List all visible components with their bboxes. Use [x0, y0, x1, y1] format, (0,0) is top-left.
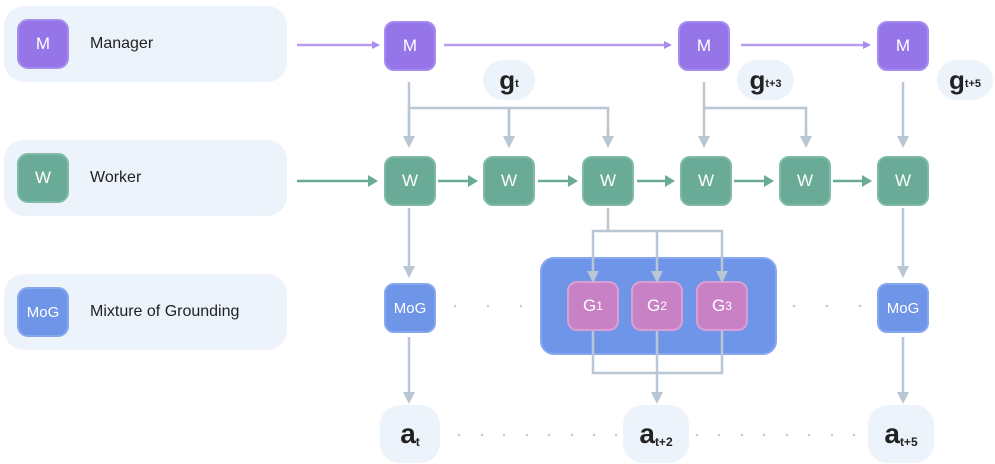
- goal-symbol: g: [948, 65, 965, 95]
- action-subscript: t+5: [899, 435, 918, 449]
- ellipsis-dot: [695, 433, 699, 437]
- mog-chip-icon: MoG: [17, 287, 69, 337]
- worker-node: W: [384, 156, 436, 206]
- goal-subscript: t+3: [765, 78, 782, 90]
- grounding-symbol: G: [583, 296, 597, 315]
- worker-node: W: [877, 156, 929, 206]
- worker-chip-icon: W: [17, 153, 69, 203]
- legend-worker: W Worker: [4, 140, 287, 216]
- manager-node: M: [877, 21, 929, 71]
- worker-node: W: [582, 156, 634, 206]
- action-symbol: a: [884, 418, 900, 449]
- action-subscript: t: [415, 435, 420, 449]
- legend-manager: M Manager: [4, 6, 287, 82]
- ellipsis-dot: [807, 433, 811, 437]
- action-subscript: t+2: [654, 435, 673, 449]
- grounding-subscript: 1: [596, 299, 603, 313]
- ellipsis-dot: [502, 433, 506, 437]
- ellipsis-dot: [547, 433, 551, 437]
- goal-subscript: t: [515, 78, 519, 90]
- ellipsis-dot: [480, 433, 484, 437]
- ellipsis-dot: [453, 304, 457, 308]
- worker-to-grounding: [593, 208, 722, 233]
- mog-node: MoG: [877, 283, 929, 333]
- ellipsis-dot: [792, 304, 796, 308]
- legend-label: Manager: [90, 35, 154, 52]
- legend-label: Mixture of Grounding: [90, 303, 240, 320]
- manager-node: M: [384, 21, 436, 71]
- ellipsis-dot: [830, 433, 834, 437]
- ellipsis-dot: [852, 433, 856, 437]
- ellipsis-dot: [570, 433, 574, 437]
- legend-label: Worker: [90, 169, 142, 186]
- ellipsis-dot: [525, 433, 529, 437]
- grounding-symbol: G: [712, 296, 726, 315]
- action-symbol: a: [639, 418, 655, 449]
- grounding-subscript: 2: [660, 299, 667, 313]
- grounding-symbol: G: [647, 296, 661, 315]
- worker-node: W: [483, 156, 535, 206]
- mog-node: MoG: [384, 283, 436, 333]
- ellipsis-dot: [614, 433, 618, 437]
- ellipsis-dot: [457, 433, 461, 437]
- worker-node: W: [680, 156, 732, 206]
- goal-symbol: g: [499, 65, 516, 95]
- ellipsis-dot: [592, 433, 596, 437]
- worker-node: W: [779, 156, 831, 206]
- manager-node: M: [678, 21, 730, 71]
- ellipsis-dot: [519, 304, 523, 308]
- ellipsis-dot: [825, 304, 829, 308]
- ellipsis-dot: [762, 433, 766, 437]
- ellipsis-dot: [785, 433, 789, 437]
- ellipsis-dot: [486, 304, 490, 308]
- grounding-subscript: 3: [725, 299, 732, 313]
- ellipsis-dot: [740, 433, 744, 437]
- ellipsis-dot: [717, 433, 721, 437]
- goal-symbol: g: [749, 65, 766, 95]
- action-symbol: a: [400, 418, 416, 449]
- goal-subscript: t+5: [964, 78, 982, 90]
- goal-connector-2: [702, 82, 808, 146]
- legend-mog: MoG Mixture of Grounding: [4, 274, 287, 350]
- ellipsis-dot: [858, 304, 862, 308]
- manager-chip-icon: M: [17, 19, 69, 69]
